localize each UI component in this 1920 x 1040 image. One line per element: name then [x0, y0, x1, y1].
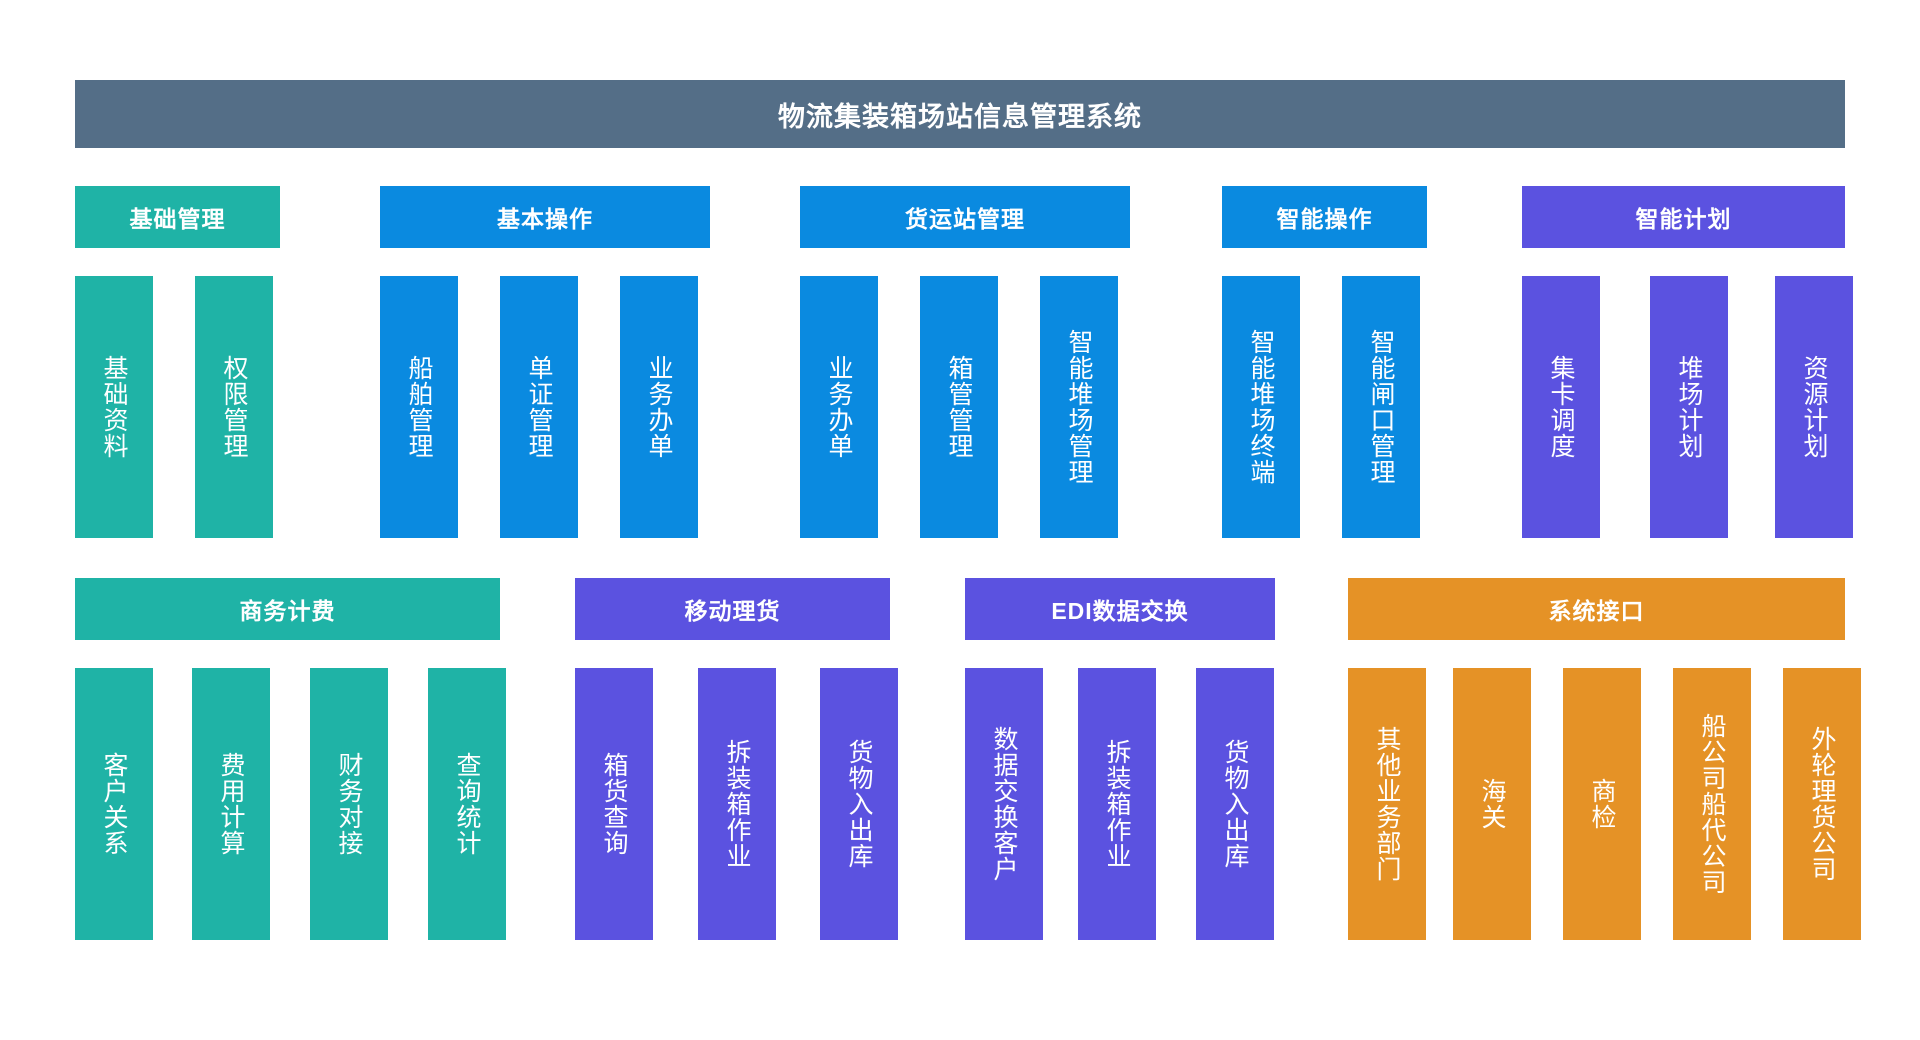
group-header[interactable]: 智能计划: [1522, 186, 1845, 248]
group-header[interactable]: 基本操作: [380, 186, 710, 248]
group-item[interactable]: 外轮理货公司: [1783, 668, 1861, 940]
group-2-2: 移动理货箱货查询拆装箱作业货物入出库: [575, 578, 898, 940]
group-header[interactable]: 系统接口: [1348, 578, 1845, 640]
group-1-3: 货运站管理业务办单箱管管理智能堆场管理: [800, 186, 1130, 538]
group-item[interactable]: 业务办单: [620, 276, 698, 538]
group-item[interactable]: 资源计划: [1775, 276, 1853, 538]
group-items: 船舶管理单证管理业务办单: [380, 276, 710, 538]
group-items: 箱货查询拆装箱作业货物入出库: [575, 668, 898, 940]
group-header[interactable]: 智能操作: [1222, 186, 1427, 248]
group-item[interactable]: 单证管理: [500, 276, 578, 538]
group-items: 集卡调度堆场计划资源计划: [1522, 276, 1853, 538]
group-item[interactable]: 查询统计: [428, 668, 506, 940]
group-item[interactable]: 客户关系: [75, 668, 153, 940]
group-1-2: 基本操作船舶管理单证管理业务办单: [380, 186, 710, 538]
group-header[interactable]: EDI数据交换: [965, 578, 1275, 640]
group-item[interactable]: 货物入出库: [1196, 668, 1274, 940]
group-item[interactable]: 集卡调度: [1522, 276, 1600, 538]
group-2-4: 系统接口其他业务部门海关商检船公司船代公司外轮理货公司: [1348, 578, 1861, 940]
group-item[interactable]: 海关: [1453, 668, 1531, 940]
group-item[interactable]: 船公司船代公司: [1673, 668, 1751, 940]
group-1-1: 基础管理基础资料权限管理: [75, 186, 280, 538]
group-header[interactable]: 商务计费: [75, 578, 500, 640]
group-item[interactable]: 智能堆场管理: [1040, 276, 1118, 538]
group-item[interactable]: 拆装箱作业: [698, 668, 776, 940]
group-1-5: 智能计划集卡调度堆场计划资源计划: [1522, 186, 1853, 538]
diagram-row-1: 基础管理基础资料权限管理基本操作船舶管理单证管理业务办单货运站管理业务办单箱管管…: [0, 186, 1920, 546]
group-item[interactable]: 财务对接: [310, 668, 388, 940]
group-item[interactable]: 数据交换客户: [965, 668, 1043, 940]
group-item[interactable]: 智能堆场终端: [1222, 276, 1300, 538]
group-item[interactable]: 堆场计划: [1650, 276, 1728, 538]
group-item[interactable]: 箱货查询: [575, 668, 653, 940]
group-item[interactable]: 基础资料: [75, 276, 153, 538]
group-1-4: 智能操作智能堆场终端智能闸口管理: [1222, 186, 1427, 538]
group-2-3: EDI数据交换数据交换客户拆装箱作业货物入出库: [965, 578, 1275, 940]
group-item[interactable]: 其他业务部门: [1348, 668, 1426, 940]
group-item[interactable]: 智能闸口管理: [1342, 276, 1420, 538]
group-items: 其他业务部门海关商检船公司船代公司外轮理货公司: [1348, 668, 1861, 940]
group-items: 基础资料权限管理: [75, 276, 280, 538]
group-item[interactable]: 商检: [1563, 668, 1641, 940]
group-header[interactable]: 基础管理: [75, 186, 280, 248]
group-items: 客户关系费用计算财务对接查询统计: [75, 668, 506, 940]
group-item[interactable]: 业务办单: [800, 276, 878, 538]
group-item[interactable]: 费用计算: [192, 668, 270, 940]
group-item[interactable]: 船舶管理: [380, 276, 458, 538]
group-header[interactable]: 货运站管理: [800, 186, 1130, 248]
group-item[interactable]: 拆装箱作业: [1078, 668, 1156, 940]
group-items: 智能堆场终端智能闸口管理: [1222, 276, 1427, 538]
group-items: 数据交换客户拆装箱作业货物入出库: [965, 668, 1275, 940]
group-item[interactable]: 箱管管理: [920, 276, 998, 538]
group-items: 业务办单箱管管理智能堆场管理: [800, 276, 1130, 538]
group-2-1: 商务计费客户关系费用计算财务对接查询统计: [75, 578, 506, 940]
group-header[interactable]: 移动理货: [575, 578, 890, 640]
group-item[interactable]: 货物入出库: [820, 668, 898, 940]
group-item[interactable]: 权限管理: [195, 276, 273, 538]
system-title-banner: 物流集装箱场站信息管理系统: [75, 80, 1845, 148]
page-title: 物流集装箱场站信息管理系统: [778, 101, 1142, 132]
